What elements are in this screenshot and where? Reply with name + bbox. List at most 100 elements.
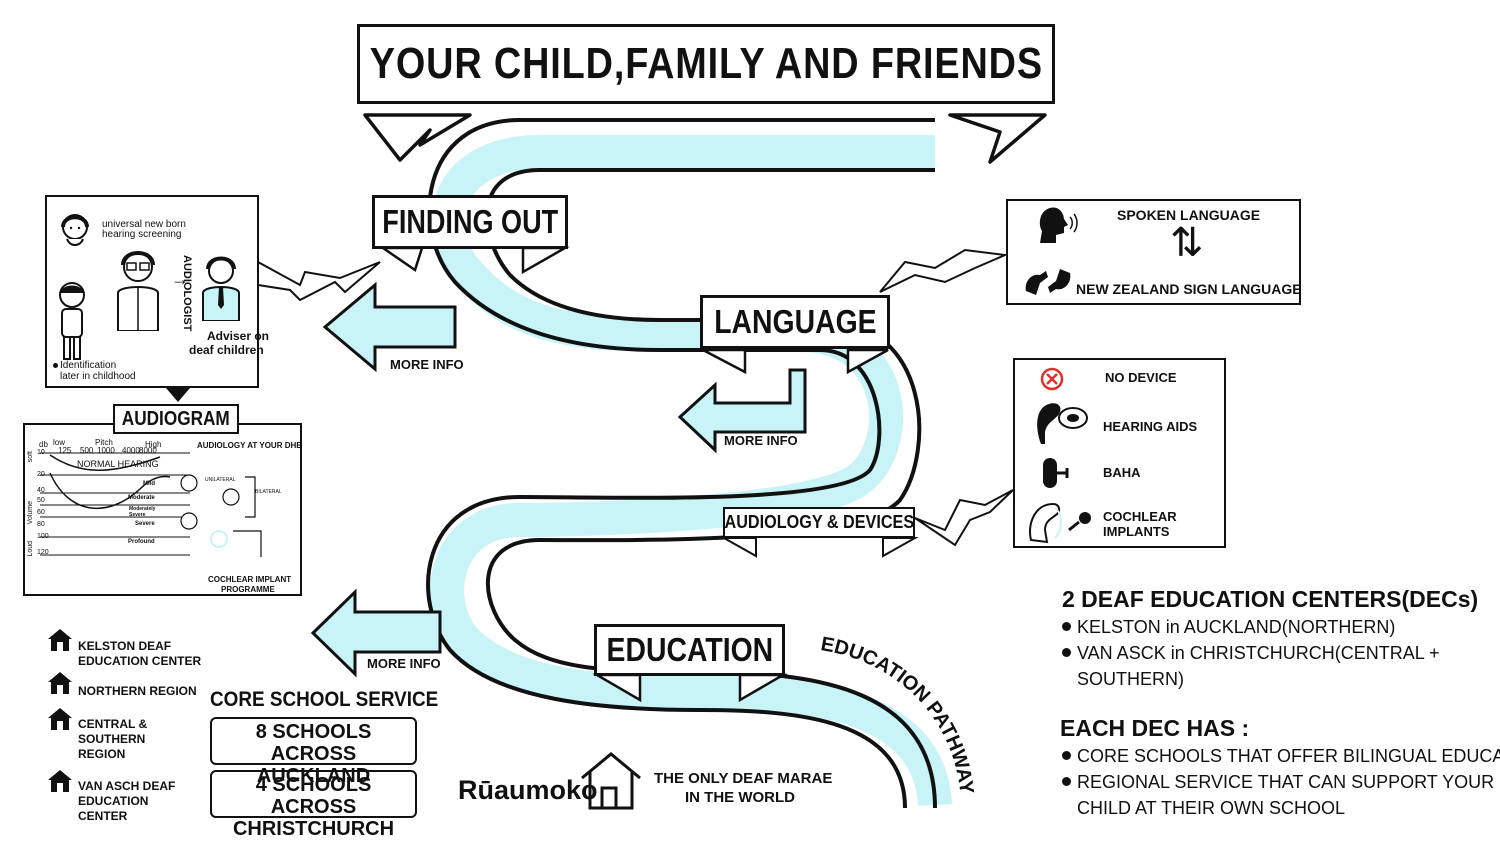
stage-education-label: EDUCATION: [606, 631, 773, 668]
audiogram-cochlear-line1: COCHLEAR IMPLANT: [208, 575, 292, 584]
audiogram-title: AUDIOGRAM: [122, 407, 230, 430]
child-icon: [59, 282, 85, 360]
audiogram-moderate: Moderate: [128, 495, 155, 501]
newborn-screening-line1: universal new born: [102, 219, 186, 230]
finding-out-panel: universal new born hearing screening AUD…: [45, 195, 269, 388]
nzsl-label: NEW ZEALAND SIGN LANGUAGE: [1076, 281, 1302, 297]
title-box: YOUR CHILD,FAMILY AND FRIENDS: [357, 24, 1055, 104]
house-icon-vanasch: [48, 770, 72, 792]
baha-icon: [1043, 458, 1069, 488]
audiogram-cochlear-line2: PROGRAMME: [221, 585, 275, 594]
pathway-outer-line: [426, 118, 935, 809]
stage-education[interactable]: EDUCATION: [594, 624, 785, 676]
language-tail-right: [846, 348, 889, 375]
identification-line1: Identification: [60, 360, 117, 371]
each-dec-item1-bullet: [1062, 750, 1071, 760]
no-device-label: NO DEVICE: [1105, 370, 1177, 385]
audiogram-mild: Mild: [143, 481, 155, 487]
finding-out-tail-left: [378, 246, 424, 272]
decs-item1-bullet: [1062, 621, 1071, 631]
decs-item2-bullet: [1062, 647, 1071, 657]
house-icon-kelston: [48, 629, 72, 651]
each-dec-item2-cont: CHILD AT THEIR OWN SCHOOL: [1077, 798, 1346, 818]
audiogram-severe: Severe: [135, 521, 155, 527]
decs-item1: KELSTON in AUCKLAND(NORTHERN): [1062, 617, 1395, 638]
audiogram-db-40: 40: [37, 487, 45, 494]
each-dec-item2: REGIONAL SERVICE THAT CAN SUPPORT YOUR: [1062, 772, 1494, 793]
identification-bullet: [53, 363, 58, 368]
adviser-line2: deaf children: [189, 343, 264, 357]
core-school-heading: CORE SCHOOL SERVICE: [210, 688, 439, 711]
finding-out-tail-right: [521, 246, 570, 275]
arrow-to-adviser: →: [171, 269, 189, 289]
audiogram-profound: Profound: [128, 539, 155, 545]
audiogram-db-60: 60: [37, 509, 45, 516]
audiogram-db-50: 50: [37, 497, 45, 504]
decs-item2: VAN ASCK in CHRISTCHURCH(CENTRAL +: [1062, 643, 1440, 664]
more-info-arrow-education[interactable]: [310, 588, 442, 678]
audiogram-normal-hearing: NORMAL HEARING: [77, 459, 159, 469]
stage-audiology-devices[interactable]: AUDIOLOGY & DEVICES: [723, 507, 915, 538]
stage-finding-out-label: FINDING OUT: [382, 203, 558, 240]
each-dec-item1-text: CORE SCHOOLS THAT OFFER BILINGUAL EDUCAT…: [1077, 746, 1500, 766]
title-tail-left: [363, 113, 472, 162]
legend-vanasch-line2: EDUCATION: [78, 794, 149, 808]
baha-label: BAHA: [1103, 465, 1141, 480]
marae-name: Rūaumoko: [458, 775, 598, 805]
audiogram-db: db: [39, 440, 48, 449]
more-info-language[interactable]: MORE INFO: [724, 433, 798, 448]
audiology-connector: [914, 489, 1014, 547]
language-exchange-arrows: ⇅: [1170, 221, 1204, 265]
language-tail-left: [702, 348, 747, 375]
audiogram-volume: Volume: [27, 501, 34, 525]
marae-line1: THE ONLY DEAF MARAE: [654, 770, 833, 787]
stage-finding-out[interactable]: FINDING OUT: [372, 195, 568, 249]
legend-kelston-line2: EDUCATION CENTER: [78, 654, 202, 668]
audiogram-freq-500: 500: [80, 446, 94, 455]
legend-central-line3: REGION: [78, 747, 126, 761]
speaking-head-icon: [1039, 207, 1078, 243]
more-info-arrow-language[interactable]: [677, 368, 807, 454]
audiology-tail-right: [882, 537, 919, 558]
each-dec-heading: EACH DEC HAS :: [1060, 715, 1250, 741]
audiogram-moderately-severe: Moderately Severe: [129, 506, 156, 518]
sign-language-icon: [1025, 269, 1071, 295]
audiogram-db-80: 80: [37, 521, 45, 528]
identification-line2: later in childhood: [60, 371, 136, 382]
audiogram-unilateral: UNILATERAL: [205, 477, 236, 483]
audiogram-freq-125: 125: [58, 446, 72, 455]
cochlear-implant-icon: [1029, 502, 1091, 544]
cochlear-implants-line2: IMPLANTS: [1103, 524, 1170, 539]
language-connector: [879, 248, 1009, 293]
audiogram-dhb: AUDIOLOGY AT YOUR DHB: [197, 441, 303, 450]
decs-item1-text: KELSTON in AUCKLAND(NORTHERN): [1077, 617, 1396, 637]
stage-language[interactable]: LANGUAGE: [700, 295, 890, 349]
more-info-education[interactable]: MORE INFO: [367, 656, 441, 671]
no-device-icon: [1040, 367, 1064, 391]
stage-audiology-devices-label: AUDIOLOGY & DEVICES: [724, 512, 914, 532]
each-dec-item1: CORE SCHOOLS THAT OFFER BILINGUAL EDUCAT…: [1062, 746, 1500, 767]
audiogram-db-100: 100: [37, 533, 49, 540]
legend-vanasch-line3: CENTER: [78, 809, 128, 823]
audiogram-db-20: 20: [37, 471, 45, 478]
more-info-finding-out[interactable]: MORE INFO: [390, 357, 464, 372]
audiogram-panel: db low Pitch High 125 500 1000 4000 8000…: [23, 423, 302, 596]
spoken-language-label: SPOKEN LANGUAGE: [1117, 207, 1261, 223]
house-icon-central: [48, 708, 72, 730]
house-icon-northern: [48, 672, 72, 694]
title-tail-right: [948, 113, 1047, 164]
devices-panel: NO DEVICE HEARING AIDS BAHA COCHLEAR IMP…: [1013, 358, 1226, 548]
legend-vanasch-line1: VAN ASCH DEAF: [78, 779, 176, 793]
finding-out-connector: [257, 261, 381, 302]
audiogram-loud: Loud: [27, 541, 34, 557]
audiogram-soft: soft: [27, 451, 34, 463]
adviser-line1: Adviser on: [207, 329, 270, 343]
hearing-aids-label: HEARING AIDS: [1103, 419, 1198, 434]
more-info-arrow-finding-out[interactable]: [322, 281, 457, 373]
core-school-christchurch-line2: CHRISTCHURCH: [232, 818, 395, 840]
audiogram-freq-4000: 4000: [122, 446, 140, 455]
audiogram-db-120: 120: [37, 549, 49, 556]
core-school-auckland-line1: 8 SCHOOLS ACROSS: [255, 721, 372, 765]
audiogram-freq-1000: 1000: [97, 446, 115, 455]
audiogram-children-icons: [180, 474, 262, 557]
